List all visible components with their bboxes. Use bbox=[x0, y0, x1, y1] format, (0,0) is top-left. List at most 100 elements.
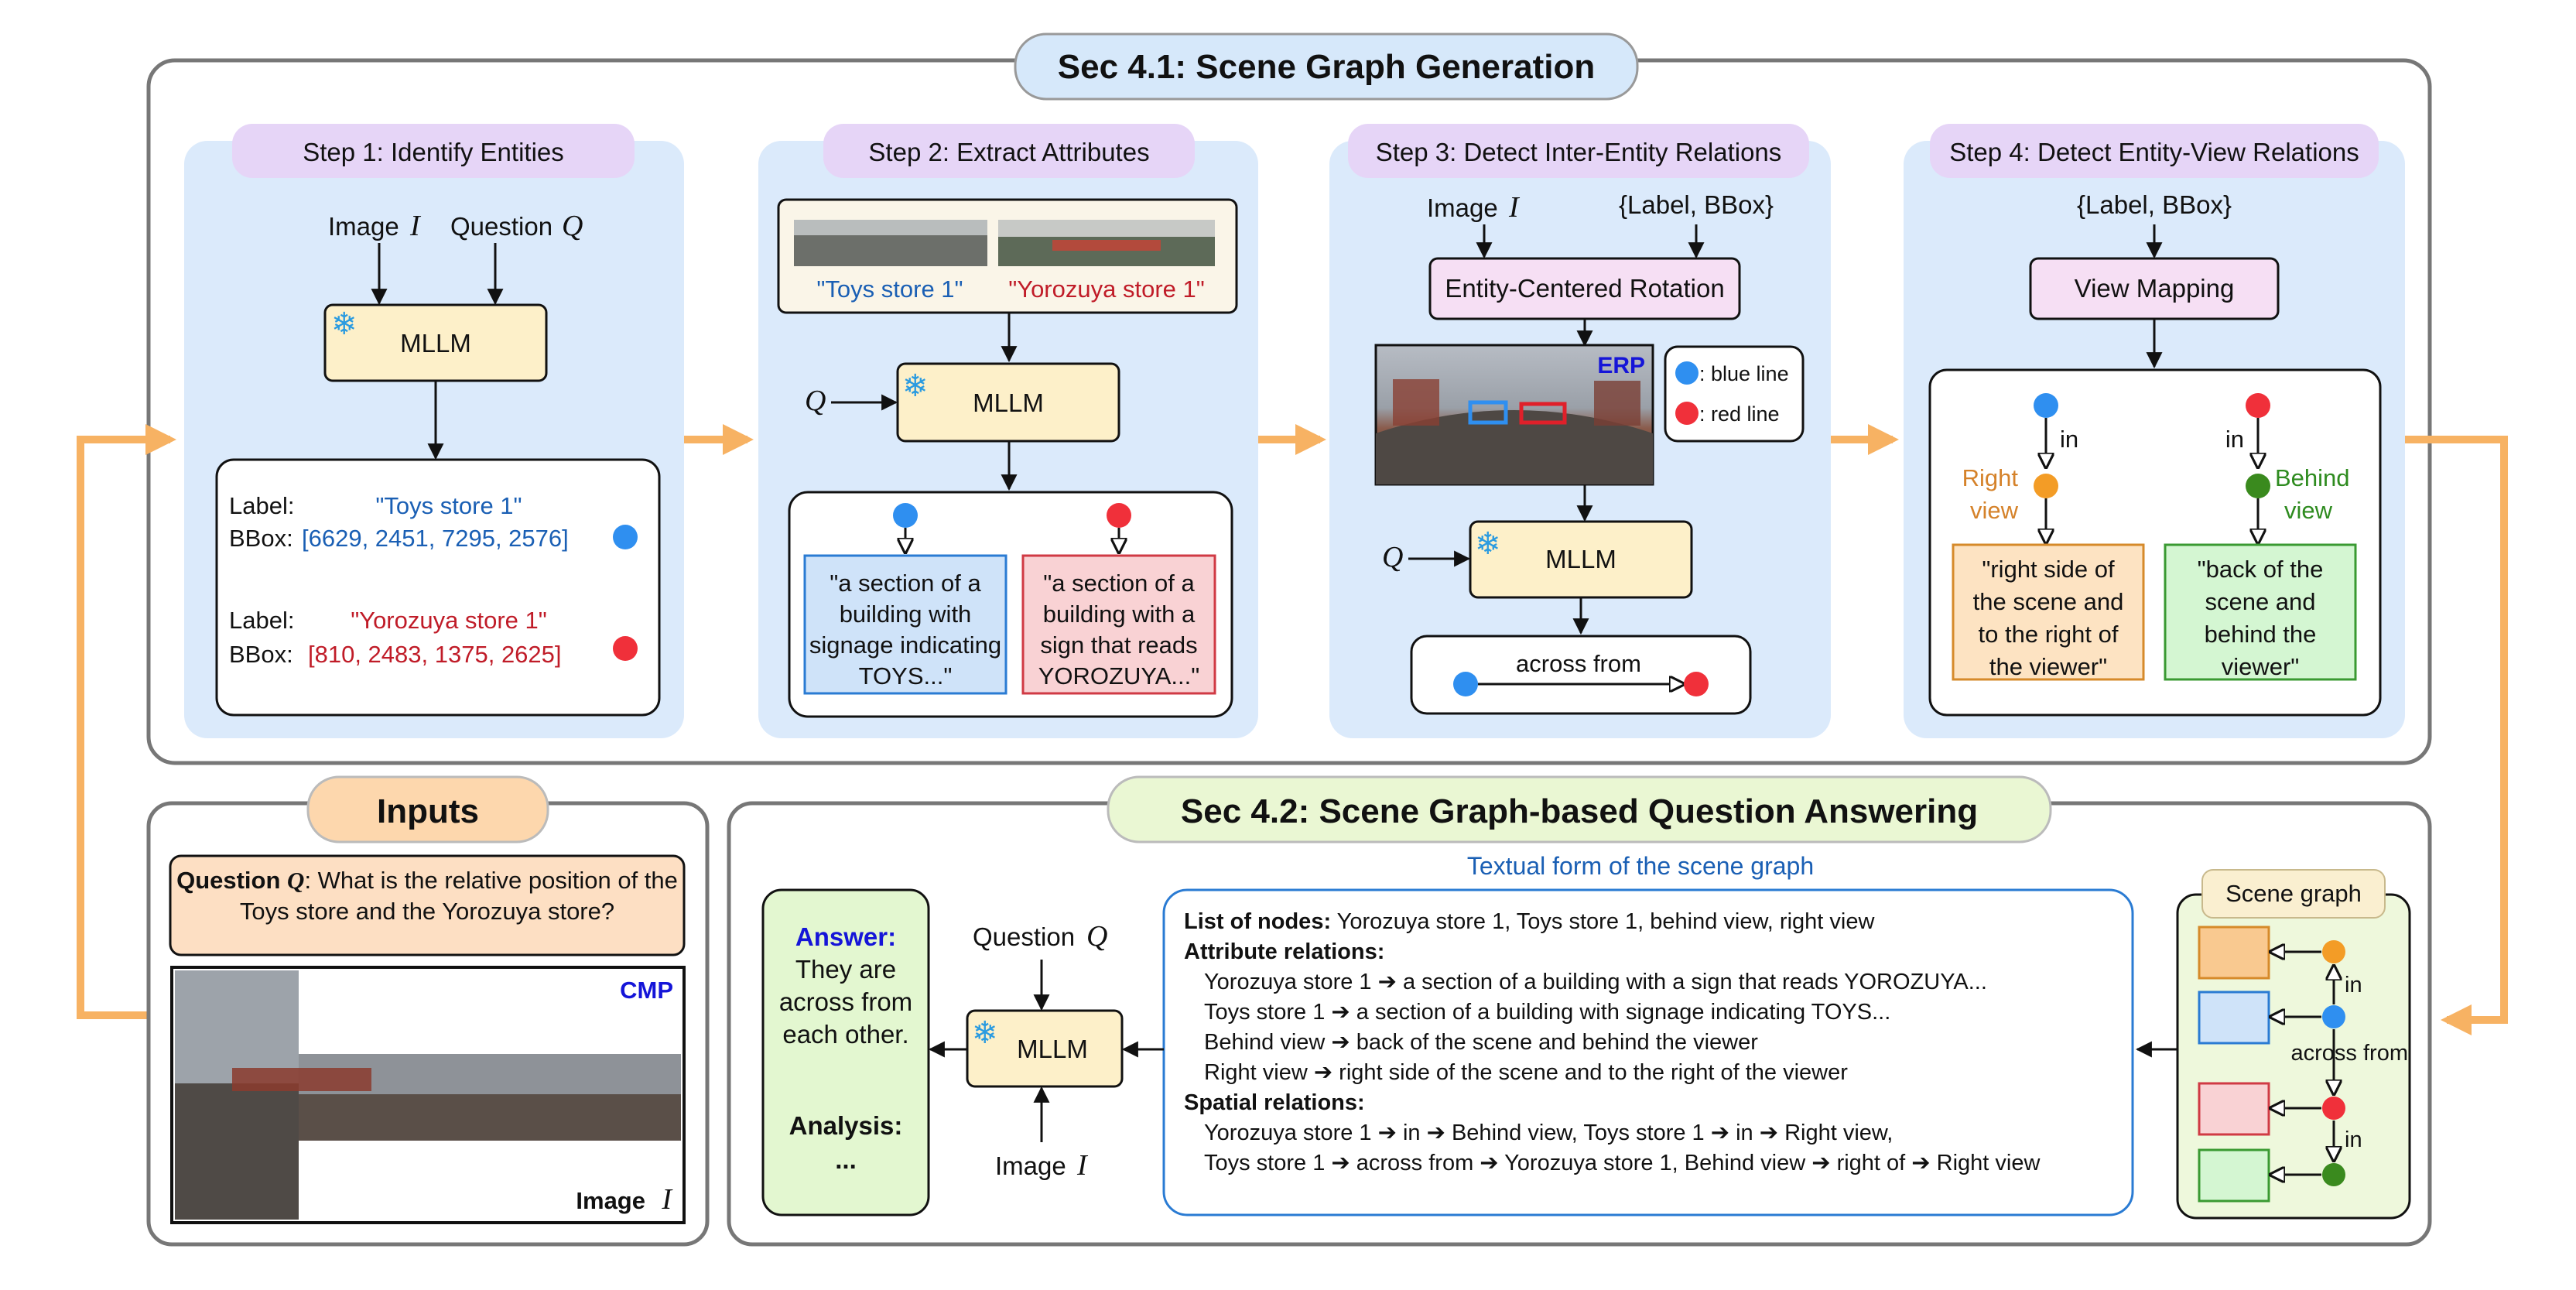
step1-e1-label-key: Label: bbox=[229, 492, 294, 519]
step2-blue-dot bbox=[893, 503, 918, 528]
step4-right-view-dot bbox=[2034, 474, 2058, 498]
step1-entities-box bbox=[215, 458, 661, 717]
step3-red-dot bbox=[1684, 672, 1709, 696]
inputs-title-pill bbox=[306, 775, 549, 843]
sg-across-label: across from bbox=[2291, 1041, 2408, 1066]
step1-question-label: Question bbox=[450, 212, 552, 241]
sg-yorozuya-node bbox=[2198, 1082, 2270, 1136]
sg-behind-view-node bbox=[2198, 1148, 2270, 1203]
step2-attr2-line-2: building with a bbox=[1043, 601, 1196, 628]
step3-image-label: Image bbox=[1427, 193, 1498, 222]
behind-view-desc-line-4: viewer" bbox=[2222, 653, 2300, 680]
step1-e1-label: "Toys store 1" bbox=[375, 492, 522, 519]
nodes-line: List of nodes: Yorozuya store 1, Toys st… bbox=[1184, 907, 2120, 937]
step3-mllm-label: MLLM bbox=[1545, 545, 1616, 573]
inputs-image-label: Image bbox=[576, 1187, 645, 1214]
step2-title: Step 2: Extract Attributes bbox=[868, 138, 1149, 166]
step4-labels-input: {Label, BBox} bbox=[2077, 190, 2232, 219]
step4-right-view-label-2: view bbox=[1970, 497, 2019, 524]
step2-attr2-line-3: sign that reads bbox=[1040, 631, 1197, 659]
step4-title-pill bbox=[1930, 124, 2379, 178]
attr-relation-1: Yorozuya store 1 ➔ a section of a buildi… bbox=[1204, 970, 1987, 994]
flow-inputs-to-sec41 bbox=[77, 424, 176, 1019]
attr-relations-key: Attribute relations: bbox=[1184, 939, 1385, 964]
analysis-text: ... bbox=[835, 1145, 857, 1174]
textual-graph-box bbox=[1162, 888, 2134, 1216]
step4-red-dot bbox=[2246, 393, 2270, 418]
step3-image-symbol: I bbox=[1508, 191, 1521, 224]
step1-e2-label: "Yorozuya store 1" bbox=[351, 607, 547, 634]
sg-in2-label: in bbox=[2345, 1127, 2362, 1152]
sg-toys-node bbox=[2198, 991, 2270, 1045]
behind-view-desc-line-3: behind the bbox=[2205, 621, 2317, 648]
erp-blue-box bbox=[1468, 400, 1508, 425]
step2-red-dot bbox=[1107, 503, 1131, 528]
sec42-title: Sec 4.2: Scene Graph-based Question Answ… bbox=[1181, 792, 1978, 830]
step1-title: Step 1: Identify Entities bbox=[303, 138, 564, 166]
erp-label: ERP bbox=[1597, 353, 1645, 378]
inputs-question-key: Question bbox=[176, 867, 281, 894]
legend-blue-label: : blue line bbox=[1699, 362, 1789, 385]
inputs-question-box bbox=[169, 854, 686, 956]
sg-orange-dot bbox=[2322, 940, 2345, 963]
step2-attr2-box bbox=[1021, 554, 1216, 695]
nodes-value: Yorozuya store 1, Toys store 1, behind v… bbox=[1331, 909, 1875, 934]
answer-box bbox=[761, 888, 930, 1216]
sec42-question-label: Question bbox=[973, 922, 1075, 951]
step2-attr2-line-4: YOROZUYA..." bbox=[1038, 662, 1200, 689]
sec41-title-pill bbox=[1014, 33, 1639, 101]
step2-attr2-text: "a section of a building with a sign that … bbox=[1038, 570, 1200, 689]
nodes-key: List of nodes: bbox=[1184, 909, 1332, 934]
step3-legend bbox=[1664, 345, 1805, 443]
step4-behind-view-dot bbox=[2246, 474, 2270, 498]
behind-view-desc-line-2: scene and bbox=[2205, 588, 2315, 615]
step3-q-symbol: Q bbox=[1382, 541, 1403, 573]
step4-blue-dot bbox=[2034, 393, 2058, 418]
sec42-mllm-label: MLLM bbox=[1017, 1035, 1088, 1063]
step4-title: Step 4: Detect Entity-View Relations bbox=[1949, 138, 2359, 166]
legend-blue-dot bbox=[1675, 361, 1699, 385]
sec42-title-pill bbox=[1107, 775, 2052, 843]
step3-title-pill bbox=[1348, 124, 1809, 178]
step2-attr1-box bbox=[803, 554, 1007, 695]
step2-q-symbol: Q bbox=[805, 385, 826, 417]
answer-line-1: They are bbox=[795, 955, 896, 984]
right-view-desc-box bbox=[1952, 543, 2145, 681]
view-mapping-label: View Mapping bbox=[2075, 274, 2235, 303]
legend-red-label: : red line bbox=[1699, 402, 1780, 426]
sg-right-view-node bbox=[2198, 926, 2270, 980]
right-view-desc-line-1: "right side of bbox=[1982, 556, 2115, 583]
step3-title: Step 3: Detect Inter-Entity Relations bbox=[1376, 138, 1782, 166]
step1-image-symbol: I bbox=[409, 210, 422, 242]
step1-e1-bbox-key: BBox: bbox=[229, 525, 293, 552]
step2-crop1-caption: "Toys store 1" bbox=[816, 275, 963, 303]
step3-snowflake-icon: ❄ bbox=[1475, 527, 1501, 561]
behind-view-desc-box bbox=[2164, 543, 2357, 681]
step2-attr1-line-4: TOYS..." bbox=[859, 662, 953, 689]
step2-attr1-line-2: building with bbox=[840, 601, 972, 628]
step1-question-symbol: Q bbox=[562, 210, 583, 242]
step3-relation-box bbox=[1410, 635, 1752, 715]
textual-graph-content: List of nodes: Yorozuya store 1, Toys st… bbox=[1184, 907, 2120, 1179]
erp-red-box bbox=[1519, 402, 1567, 425]
step1-e2-bbox-key: BBox: bbox=[229, 641, 293, 668]
step2-attr2-line-1: "a section of a bbox=[1043, 570, 1195, 597]
step1-title-pill bbox=[232, 124, 635, 178]
inputs-question-text: : What is the relative position of the T… bbox=[239, 867, 678, 925]
sec42-image-label: Image bbox=[995, 1151, 1066, 1180]
inputs-question-text-block: Question Q: What is the relative positio… bbox=[175, 865, 679, 927]
analysis-key: Analysis: bbox=[789, 1111, 903, 1140]
inputs-image-symbol: I bbox=[661, 1183, 673, 1216]
answer-key: Answer: bbox=[795, 922, 896, 951]
sec42-image-symbol: I bbox=[1076, 1149, 1089, 1182]
textual-caption: Textual form of the scene graph bbox=[1467, 852, 1814, 880]
step4-behind-view-label-2: view bbox=[2284, 497, 2333, 524]
step1-blue-dot bbox=[613, 525, 638, 549]
step2-attr1-line-1: "a section of a bbox=[830, 570, 981, 597]
rotation-label: Entity-Centered Rotation bbox=[1445, 274, 1724, 303]
step1-image-label: Image bbox=[328, 212, 399, 241]
